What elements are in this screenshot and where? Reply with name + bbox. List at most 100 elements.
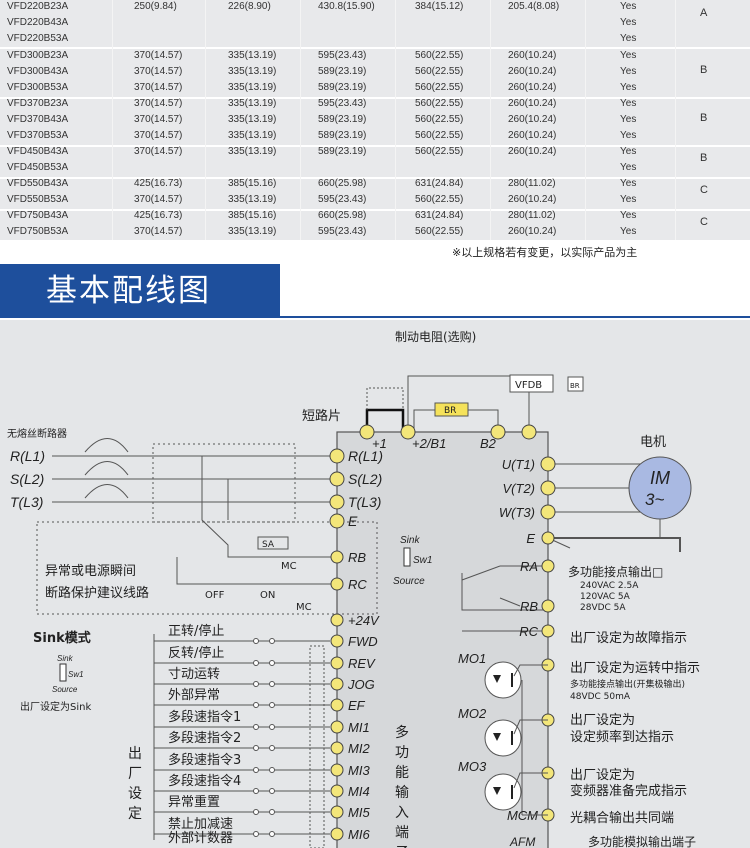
left-terminal-label: REV <box>348 656 376 671</box>
frame-group: A <box>700 7 708 19</box>
factory-setting-char: 出 <box>128 746 142 762</box>
column-divider <box>205 0 206 240</box>
table-cell: Yes <box>620 146 637 157</box>
right-terminal-label: V(T2) <box>503 481 536 496</box>
column-divider <box>585 0 586 240</box>
right-terminal-label: RC <box>519 624 538 639</box>
input-function-label: 多段速指令1 <box>168 709 241 725</box>
table-cell: 370(14.57) <box>134 50 183 61</box>
switch-contact-icon <box>253 831 259 837</box>
section-title: 基本配线图 <box>0 264 280 318</box>
spec-note: ※以上规格若有变更，以实际产品为主 <box>452 246 638 259</box>
left-11-terminal-icon <box>330 720 344 734</box>
table-cell: 260(10.24) <box>508 130 557 141</box>
protect-label-2: 断路保护建议线路 <box>45 585 149 601</box>
motor-im: IM <box>650 468 670 488</box>
sw1-label: Sw1 <box>413 555 432 566</box>
input-s: S(L2) <box>10 471 44 487</box>
left-0-terminal-icon <box>329 448 345 464</box>
motor-label: 电机 <box>640 435 666 450</box>
sw1-sink: Sink <box>400 535 420 546</box>
left-15-terminal-icon <box>330 805 344 819</box>
sink-sink: Sink <box>57 654 74 663</box>
table-cell: 589(23.19) <box>318 82 367 93</box>
table-cell: 595(23.43) <box>318 50 367 61</box>
table-cell: 335(13.19) <box>228 82 277 93</box>
right-terminal-label: RA <box>520 559 538 574</box>
top-terminal-label: +1 <box>372 436 387 451</box>
table-cell: 631(24.84) <box>415 178 464 189</box>
group-separator <box>0 97 750 99</box>
table-cell: 280(11.02) <box>508 178 556 189</box>
left-12-terminal-icon <box>330 741 344 755</box>
table-cell: 385(15.16) <box>228 178 277 189</box>
table-cell: 384(15.12) <box>415 1 464 12</box>
multi-input-char: 功 <box>395 745 409 761</box>
table-cell: 589(23.19) <box>318 66 367 77</box>
input-function-label: 寸动运转 <box>168 667 220 682</box>
left-terminal-label: RC <box>348 577 367 592</box>
table-cell: VFD220B43A <box>7 17 69 28</box>
afm-label: AFM <box>509 835 535 848</box>
right-terminal-label: E <box>526 531 535 546</box>
mo3-desc-2: 变频器准备完成指示 <box>570 783 687 799</box>
switch-contact-icon <box>269 745 275 751</box>
table-cell: Yes <box>620 210 637 221</box>
frame-group: C <box>700 216 708 228</box>
table-cell: 385(15.16) <box>228 210 277 221</box>
table-cell: 589(23.19) <box>318 146 367 157</box>
multi-input-char: 端 <box>395 825 409 841</box>
table-cell: 370(14.57) <box>134 98 183 109</box>
table-cell: 260(10.24) <box>508 114 557 125</box>
table-cell: 595(23.43) <box>318 226 367 237</box>
sink-switch <box>59 663 67 682</box>
left-3-terminal-icon <box>329 513 345 529</box>
table-cell: VFD220B23A <box>7 1 69 12</box>
table-cell: VFD550B43A <box>7 178 69 189</box>
table-cell: 560(22.55) <box>415 114 464 125</box>
table-cell: 370(14.57) <box>134 82 183 93</box>
table-cell: 335(13.19) <box>228 114 277 125</box>
table-cell: VFD300B53A <box>7 82 69 93</box>
left-terminal-label: E <box>348 513 358 529</box>
table-cell: 370(14.57) <box>134 194 183 205</box>
relay-spec-2: 120VAC 5A <box>580 592 631 602</box>
top-terminal-label: +2/B1 <box>412 436 446 451</box>
title-underline <box>280 316 750 318</box>
table-cell: VFD450B43A <box>7 146 69 157</box>
table-cell: 589(23.19) <box>318 130 367 141</box>
table-cell: 260(10.24) <box>508 194 557 205</box>
table-cell: 335(13.19) <box>228 98 277 109</box>
sw1-switch[interactable] <box>403 547 411 567</box>
table-cell: VFD750B53A <box>7 226 69 237</box>
table-row: VFD450B53A Yes <box>0 160 750 176</box>
relay-spec-3: 28VDC 5A <box>580 603 626 613</box>
switch-contact-icon <box>269 638 275 644</box>
mc2-label: MC <box>296 602 312 613</box>
left-9-terminal-icon <box>330 677 344 691</box>
right-4-terminal-icon <box>541 559 555 573</box>
left-13-terminal-icon <box>330 763 344 777</box>
table-cell: 560(22.55) <box>415 194 464 205</box>
br-label: BR <box>444 406 456 416</box>
table-cell: 370(14.57) <box>134 226 183 237</box>
factory-setting-char: 定 <box>128 806 142 822</box>
table-cell: VFD450B53A <box>7 162 69 173</box>
switch-contact-icon <box>269 767 275 773</box>
table-cell: Yes <box>620 162 637 173</box>
factory-sink: 出厂设定为Sink <box>20 700 91 713</box>
led-icon <box>493 787 501 795</box>
group-separator <box>0 145 750 147</box>
switch-contact-icon <box>253 681 259 687</box>
table-cell: 560(22.55) <box>415 98 464 109</box>
left-8-terminal-icon <box>330 656 344 670</box>
sink-source: Source <box>52 685 78 694</box>
switch-contact-icon <box>269 660 275 666</box>
table-cell: 335(13.19) <box>228 50 277 61</box>
switch-contact-icon <box>253 767 259 773</box>
left-4-terminal-icon <box>330 550 344 564</box>
mo2-desc-2: 设定频率到达指示 <box>570 729 674 745</box>
right-terminal-label: MO1 <box>458 651 486 666</box>
